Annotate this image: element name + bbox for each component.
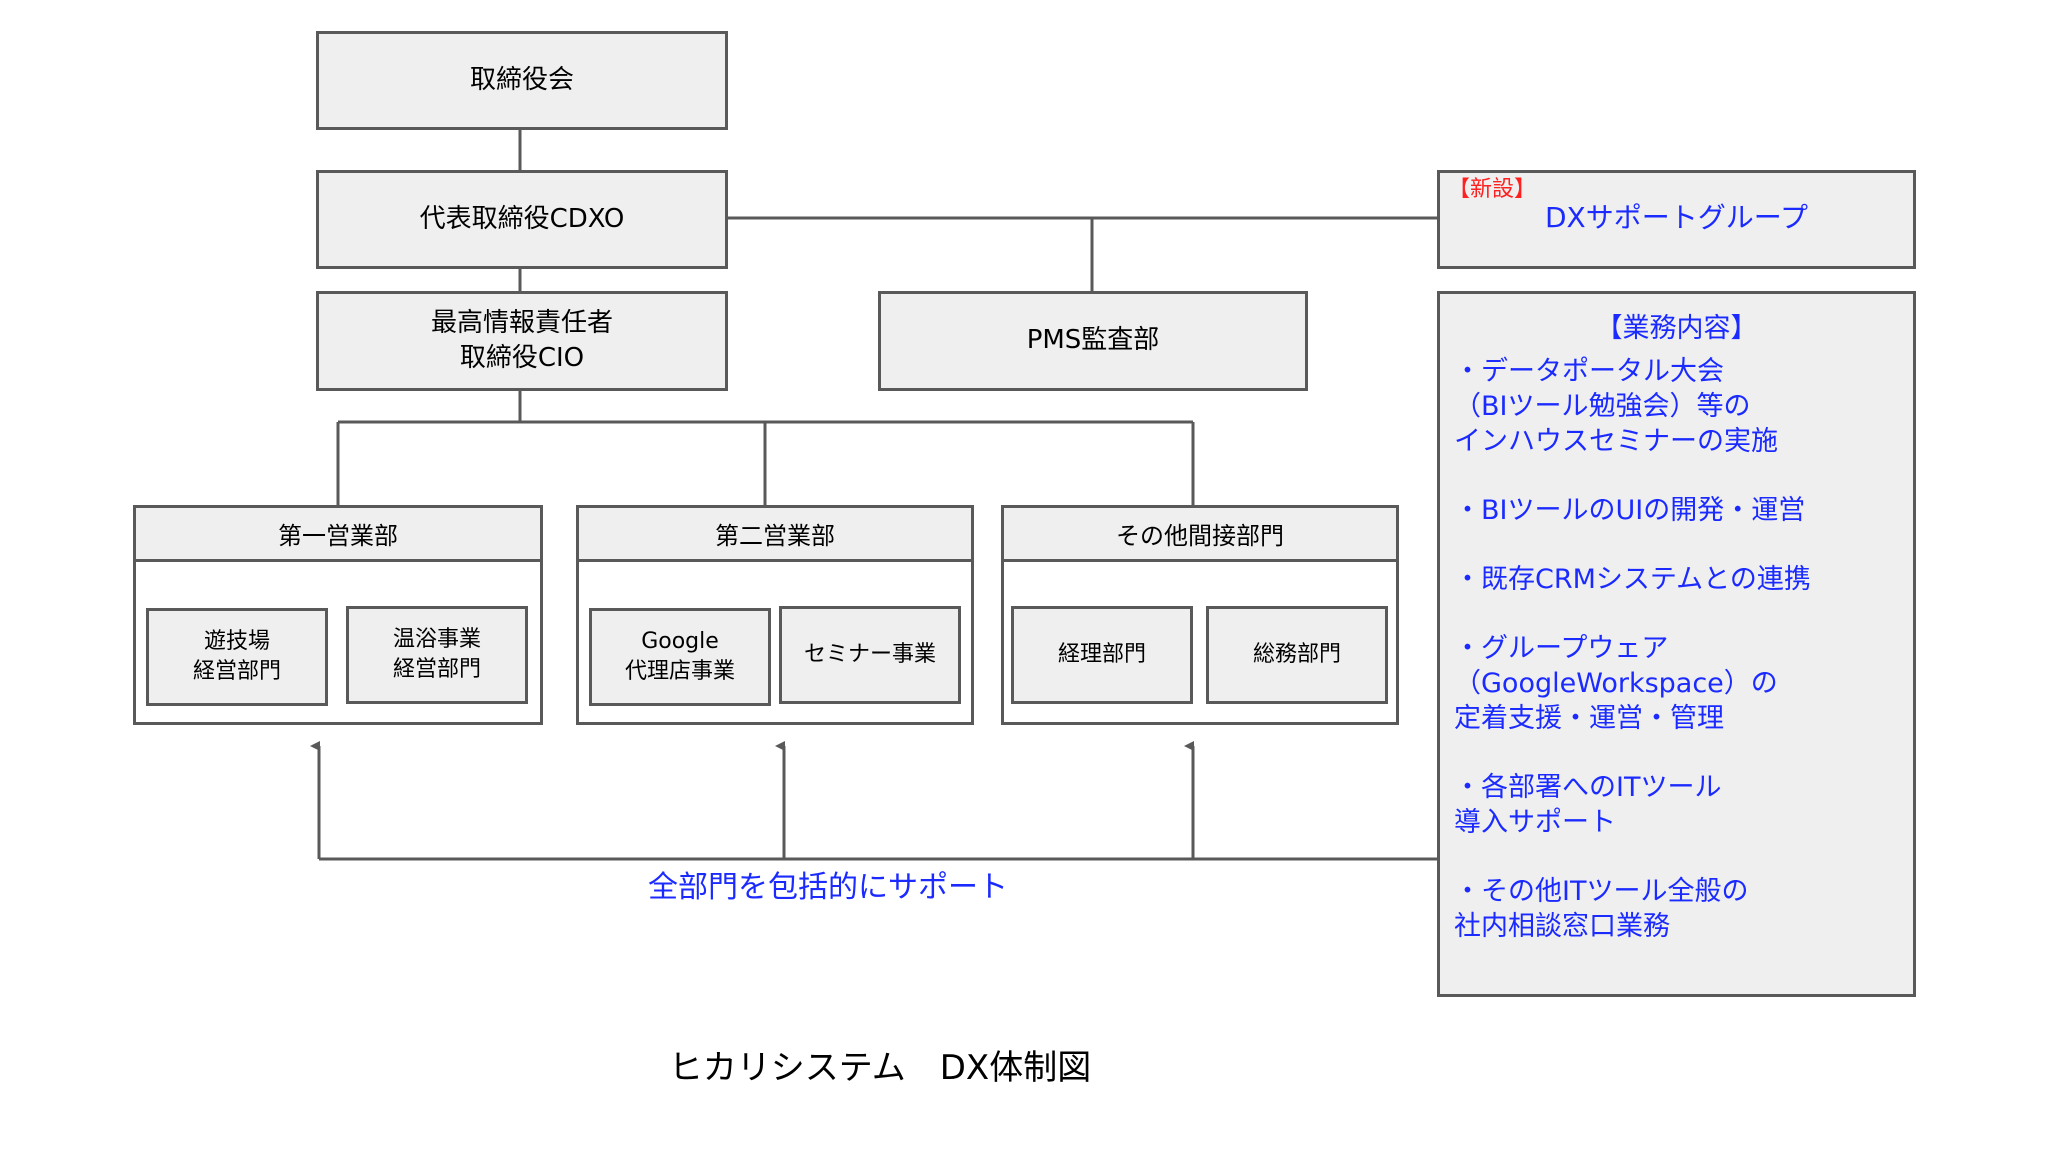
duty-item: ・その他ITツール全般の 社内相談窓口業務 — [1454, 876, 1749, 942]
duty-item: ・グループウェア （GoogleWorkspace）の 定着支援・運営・管理 — [1454, 633, 1778, 734]
unit-label: Google 代理店事業 — [624, 629, 735, 684]
pms-audit-label: PMS監査部 — [1026, 325, 1160, 356]
division-panel-1: 第一営業部 遊技場 経営部門 温浴事業 経営部門 — [133, 505, 543, 725]
unit-box: 総務部門 — [1206, 606, 1388, 704]
division-header-1: 第一営業部 — [136, 508, 540, 562]
unit-box: 遊技場 経営部門 — [146, 608, 328, 706]
cio-label: 最高情報責任者 取締役CIO — [430, 307, 613, 373]
unit-label: 総務部門 — [1252, 642, 1341, 668]
division-header-3: その他間接部門 — [1004, 508, 1396, 562]
division-name-1: 第一営業部 — [278, 522, 398, 550]
dx-group-box: 【新設】 DXサポートグループ — [1437, 170, 1916, 269]
ceo-box: 代表取締役CDXO — [316, 170, 728, 269]
dx-group-new-tag: 【新設】 — [1448, 177, 1537, 202]
cio-box: 最高情報責任者 取締役CIO — [316, 291, 728, 391]
division-header-2: 第二営業部 — [579, 508, 971, 562]
division-name-3: その他間接部門 — [1116, 522, 1284, 550]
support-caption: 全部門を包括的にサポート — [648, 870, 1008, 905]
duty-item: ・既存CRMシステムとの連携 — [1454, 564, 1811, 595]
duties-title: 【業務内容】 — [1595, 313, 1758, 344]
board-box: 取締役会 — [316, 31, 728, 130]
ceo-label: 代表取締役CDXO — [419, 203, 625, 234]
division-name-2: 第二営業部 — [715, 522, 835, 550]
duty-item: ・データポータル大会 （BIツール勉強会）等の インハウスセミナーの実施 — [1454, 356, 1778, 457]
board-label: 取締役会 — [469, 64, 574, 95]
unit-box: セミナー事業 — [779, 606, 961, 704]
unit-box: Google 代理店事業 — [589, 608, 771, 706]
unit-label: セミナー事業 — [803, 642, 936, 668]
figure-caption: ヒカリシステム DX体制図 — [668, 1048, 1092, 1088]
duty-item: ・各部署へのITツール 導入サポート — [1454, 772, 1722, 838]
division-panel-2: 第二営業部 Google 代理店事業 セミナー事業 — [576, 505, 974, 725]
duty-item: ・BIツールのUIの開発・運営 — [1454, 495, 1806, 526]
unit-label: 遊技場 経営部門 — [192, 629, 281, 684]
pms-audit-box: PMS監査部 — [878, 291, 1308, 391]
division-panel-3: その他間接部門 経理部門 総務部門 — [1001, 505, 1399, 725]
unit-label: 温浴事業 経営部門 — [392, 627, 481, 682]
unit-box: 温浴事業 経営部門 — [346, 606, 528, 704]
unit-box: 経理部門 — [1011, 606, 1193, 704]
duties-panel: 【業務内容】 ・データポータル大会 （BIツール勉強会）等の インハウスセミナー… — [1437, 291, 1916, 997]
dx-group-name: DXサポートグループ — [1544, 201, 1809, 234]
unit-label: 経理部門 — [1057, 642, 1146, 668]
